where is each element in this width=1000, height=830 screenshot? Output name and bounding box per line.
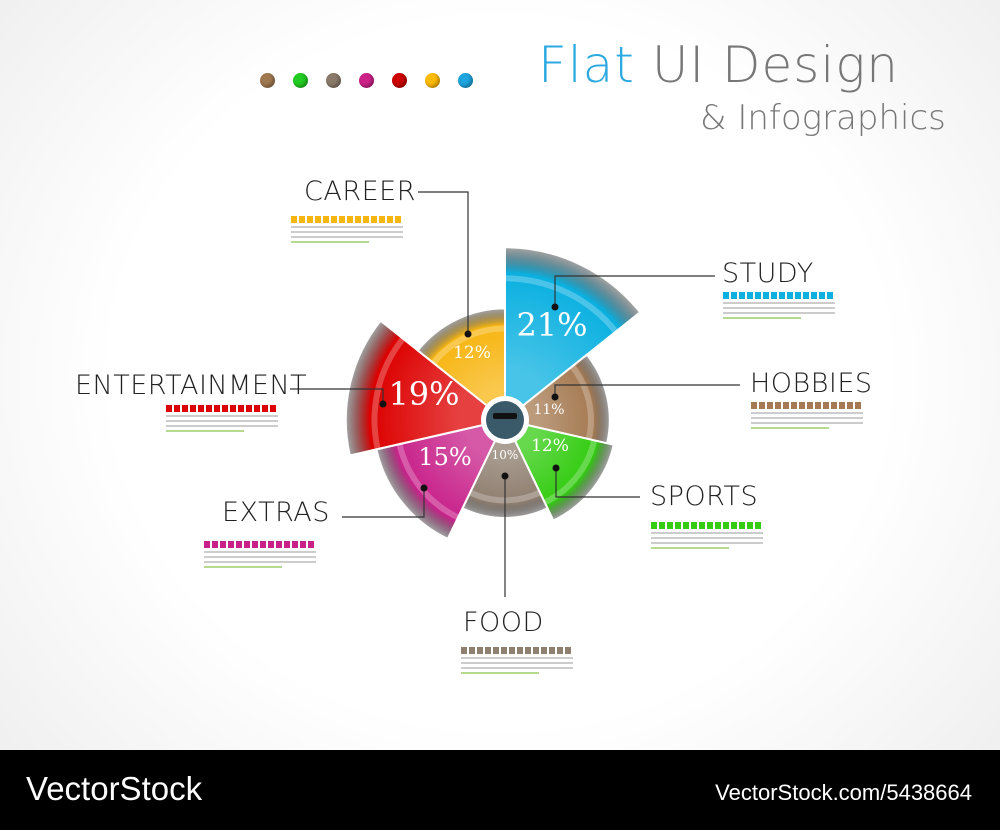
category-label: CAREER [304, 176, 416, 207]
subtitle: & Infographics [700, 98, 946, 138]
palette-dot [359, 73, 374, 88]
slice-study [504, 246, 642, 423]
category-label: ENTERTAINMENT [75, 370, 308, 401]
leader-line [342, 488, 425, 518]
slice-highlight [396, 443, 460, 521]
palette-dot [458, 73, 473, 88]
slice-highlight [569, 364, 594, 440]
leader-dot [501, 472, 509, 480]
leader-dot [551, 303, 559, 311]
slice-value-label: 19% [388, 375, 459, 413]
brand-logo: VectorStock [26, 770, 203, 807]
palette-dot [260, 73, 275, 88]
palette-dots [260, 73, 473, 88]
category-label: HOBBIES [750, 368, 873, 399]
slice-entertainment [344, 319, 508, 457]
category-label: EXTRAS [222, 497, 330, 528]
slice-value-label: 10% [492, 448, 519, 462]
placeholder-text-block [204, 541, 316, 568]
placeholder-text-block [291, 216, 403, 243]
slice-highlight [371, 336, 406, 450]
leader-dot [379, 400, 387, 408]
title-flat: Flat [538, 36, 635, 94]
slice-extras [375, 418, 507, 541]
leader-line [555, 468, 640, 498]
title-rest: UI Design [651, 36, 899, 94]
placeholder-text-block [166, 405, 278, 432]
slice-value-label: 12% [531, 436, 569, 456]
footer: VectorStock VectorStock.com/5438664 [0, 750, 1000, 830]
palette-dot [425, 73, 440, 88]
slice-value-label: 15% [418, 443, 471, 471]
category-label: FOOD [463, 607, 544, 638]
placeholder-text-block [461, 647, 573, 674]
avatar-photo [486, 401, 524, 439]
slice-value-label: 11% [533, 402, 564, 418]
leader-line [418, 191, 469, 334]
placeholder-text-block [751, 402, 863, 429]
category-label: SPORTS [650, 481, 759, 512]
slice-value-label: 21% [516, 306, 587, 344]
leader-line [554, 384, 740, 397]
source-url: VectorStock.com/5438664 [715, 780, 972, 805]
slice-highlight [543, 439, 598, 506]
title: Flat UI Design [538, 36, 899, 94]
placeholder-text-block [723, 292, 835, 319]
slice-highlight [431, 325, 506, 365]
leader-dot [420, 484, 428, 492]
leader-dot [551, 393, 559, 401]
placeholder-text-block [651, 522, 763, 549]
polar-chart: 21% 11% 12% 10% 15% 19% 12% [290, 191, 740, 597]
leader-dot [552, 464, 560, 472]
slice-career [416, 307, 506, 423]
leader-line [554, 275, 715, 307]
sunglasses-icon [493, 413, 517, 419]
slice-value-label: 12% [453, 343, 491, 363]
slice-sports [503, 418, 615, 522]
palette-dot [392, 73, 407, 88]
leader-line [290, 388, 384, 404]
leader-dot [464, 330, 472, 338]
slice-highlight [504, 275, 619, 334]
palette-dot [293, 73, 308, 88]
category-label: STUDY [722, 258, 814, 289]
palette-dot [326, 73, 341, 88]
